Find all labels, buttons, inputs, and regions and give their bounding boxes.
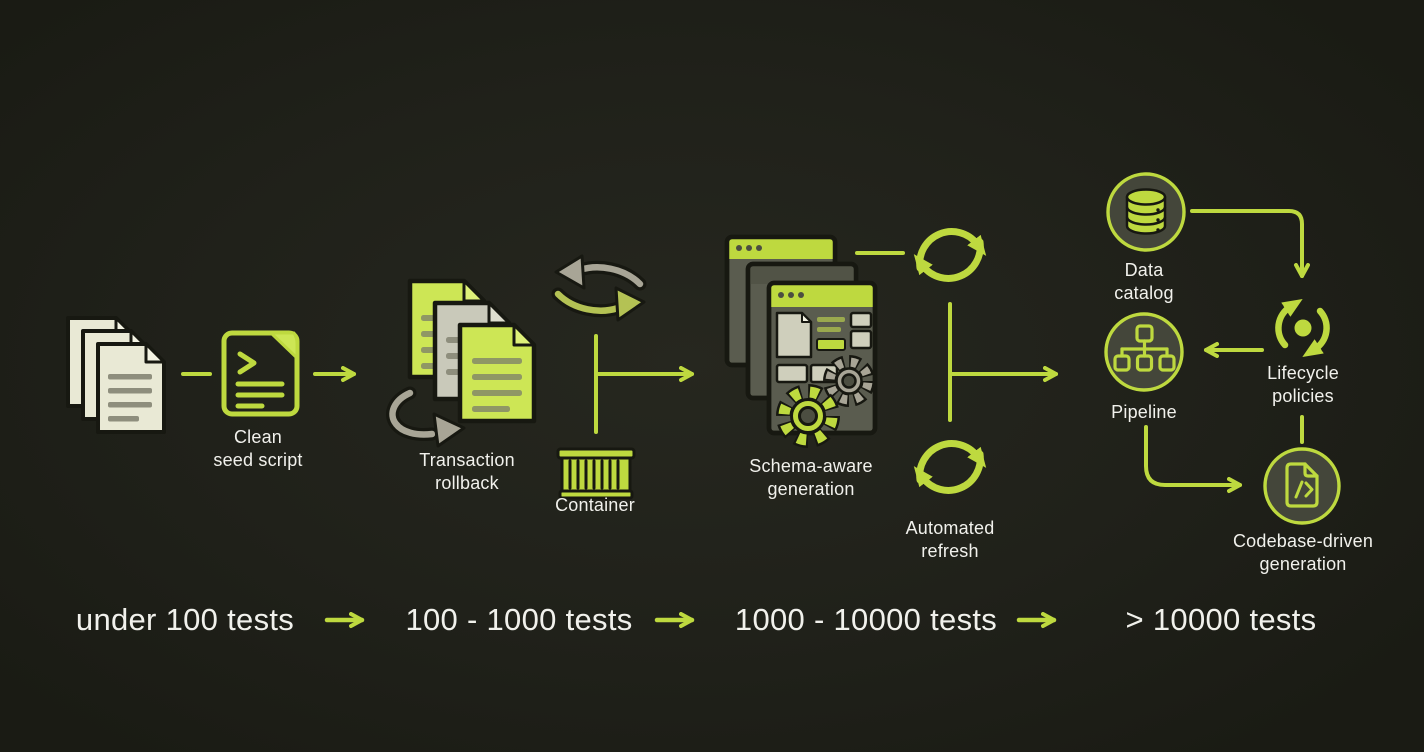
data-catalog-label: Data catalog: [1114, 260, 1174, 303]
clean-seed-script-label: Clean seed script: [213, 427, 303, 470]
pipeline-label: Pipeline: [1111, 402, 1177, 422]
codebase-node: [1263, 447, 1341, 525]
tier-label-100-1000: 100 - 1000 tests: [405, 602, 633, 637]
tier-label-over-10000: > 10000 tests: [1125, 602, 1317, 637]
container-label: Container: [555, 495, 635, 515]
container-icon: [556, 447, 636, 500]
flow-arrow-icon: [1190, 209, 1310, 278]
sync-arrows-icon: [551, 254, 647, 322]
code-file-icon: [1285, 462, 1319, 508]
codebase-driven-generation-label: Codebase-driven generation: [1232, 531, 1374, 574]
lifecycle-cycle-icon: [1275, 298, 1330, 358]
refresh-cycle-icon: [913, 228, 987, 282]
junction-arrow: [594, 334, 694, 434]
junction-arrow: [948, 302, 1058, 422]
gear-icon: [776, 384, 840, 448]
tier-label-under-100: under 100 tests: [75, 602, 295, 637]
rollback-arrow-icon: [386, 386, 466, 448]
refresh-cycle-icon: [913, 440, 987, 494]
schema-aware-generation-label: Schema-aware generation: [749, 456, 873, 499]
tier-label-1000-10000: 1000 - 10000 tests: [734, 602, 998, 637]
transaction-rollback-label: Transaction rollback: [419, 450, 515, 493]
browser-windows-gears-icon: [724, 234, 878, 448]
seed-script-file-icon: [221, 330, 300, 417]
lifecycle-policies-label: Lifecycle policies: [1267, 363, 1339, 406]
gear-icon: [823, 355, 875, 407]
document-stack-icon: [407, 278, 537, 424]
pipeline-node: [1104, 312, 1184, 392]
document-stack-icon: [66, 316, 166, 434]
data-catalog-node: [1106, 172, 1186, 252]
flow-arrow-icon: [1144, 425, 1242, 493]
automated-refresh-label: Automated refresh: [905, 518, 995, 561]
database-icon: [1125, 188, 1167, 235]
pipeline-hierarchy-icon: [1113, 324, 1176, 372]
